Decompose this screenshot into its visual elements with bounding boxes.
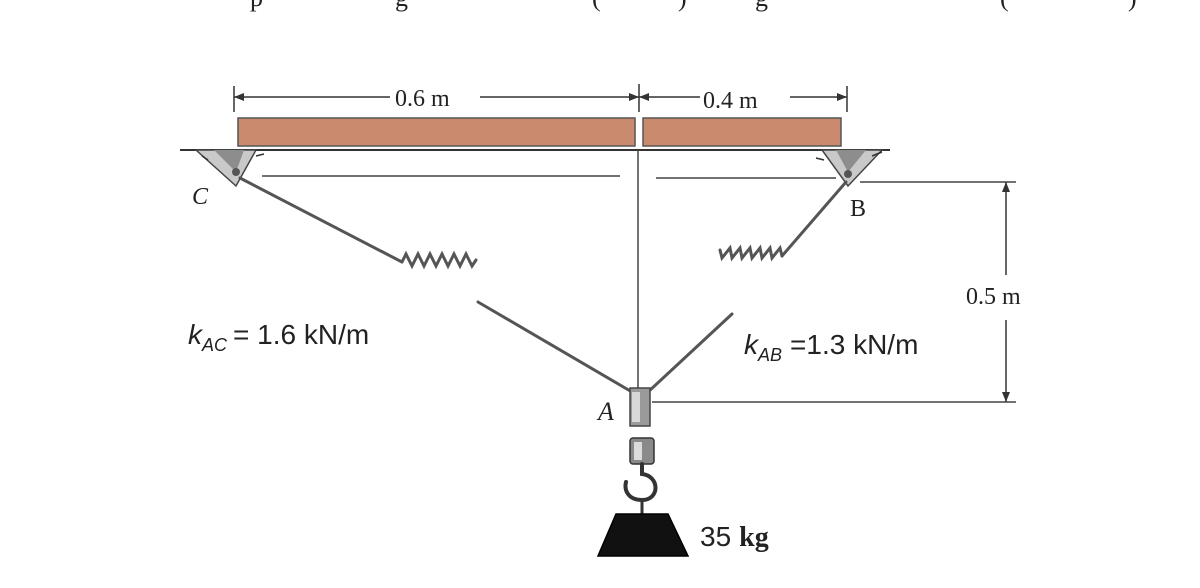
top-dimension [233,84,848,112]
support-b [815,149,884,188]
k-subscript: AB [757,345,782,365]
spring-ab-label: kAB =1.3 kN/m [744,329,918,365]
header-fragments: p g ( ) g ( ) [250,0,1137,12]
header-fragment: p [250,0,263,12]
spring-ac-label: kAC= 1.6 kN/m [188,319,369,355]
header-fragment: ) [678,0,687,12]
ring-a [629,387,651,427]
weight-block [596,513,690,557]
k-value: =1.3 kN/m [790,329,918,360]
dimension-left-label: 0.6 m [395,86,450,112]
dimension-height-label: 0.5 m [966,284,1021,310]
mass-unit: kg [739,522,769,553]
header-fragment: ) [1128,0,1137,12]
support-c [194,149,265,188]
cable-ab [646,180,848,394]
header-fragment: g [395,0,408,12]
hook [623,437,658,514]
beam-left [237,117,636,147]
k-symbol: k [744,329,760,360]
header-fragment: ( [1000,0,1009,12]
header-fragment: g [755,0,768,12]
point-a-label: A [596,397,614,426]
beam-right [642,117,842,147]
point-b-label: B [850,196,866,222]
point-c-label: C [192,184,209,210]
k-subscript: AC [201,335,228,355]
mass-label: 35 kg [700,521,769,553]
k-symbol: k [188,319,204,350]
height-dimension [1002,182,1010,402]
header-fragment: ( [592,0,601,12]
cable-ac [238,176,634,394]
mass-value: 35 [700,521,731,552]
k-value: = 1.6 kN/m [233,319,369,350]
dimension-right-label: 0.4 m [703,88,758,114]
